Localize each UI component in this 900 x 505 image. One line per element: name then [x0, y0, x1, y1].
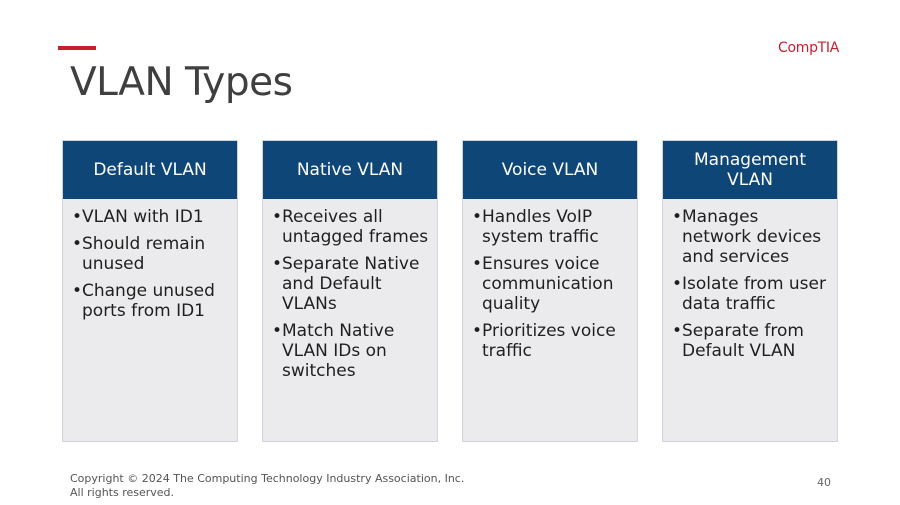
bullet-icon: •: [672, 321, 683, 341]
card-header: Native VLAN: [263, 141, 437, 199]
comptia-logo: CompTIA: [778, 40, 840, 56]
list-item: •Handles VoIP system traffic: [472, 207, 599, 247]
page-number: 40: [817, 476, 831, 489]
list-item: •Change unused ports from ID1: [72, 281, 215, 321]
card-header: Voice VLAN: [463, 141, 637, 199]
card-management-vlan: Management VLAN •Manages network devices…: [662, 140, 838, 442]
list-item: •Isolate from user data traffic: [672, 274, 826, 314]
list-item: •Receives all untagged frames: [272, 207, 429, 247]
bullet-icon: •: [272, 254, 283, 274]
bullet-icon: •: [272, 321, 283, 341]
title-accent-bar: [58, 46, 96, 50]
list-item: •Match Native VLAN IDs on switches: [272, 321, 395, 381]
bullet-icon: •: [72, 234, 83, 254]
list-item: •Should remain unused: [72, 234, 206, 274]
card-bullet-list: •Receives all untagged frames •Separate …: [263, 199, 437, 381]
bullet-icon: •: [72, 281, 83, 301]
list-item: •Manages network devices and services: [672, 207, 822, 267]
bullet-icon: •: [472, 321, 483, 341]
card-voice-vlan: Voice VLAN •Handles VoIP system traffic …: [462, 140, 638, 442]
copyright-notice: Copyright © 2024 The Computing Technolog…: [70, 472, 465, 499]
list-item: •Separate from Default VLAN: [672, 321, 804, 361]
card-bullet-list: •Manages network devices and services •I…: [663, 199, 837, 361]
card-default-vlan: Default VLAN •VLAN with ID1 •Should rema…: [62, 140, 238, 442]
list-item: •Ensures voice communication quality: [472, 254, 614, 314]
card-bullet-list: •VLAN with ID1 •Should remain unused •Ch…: [63, 199, 237, 321]
bullet-icon: •: [672, 274, 683, 294]
list-item: •VLAN with ID1: [72, 207, 204, 227]
card-header: Management VLAN: [663, 141, 837, 199]
slide-title: VLAN Types: [70, 60, 293, 105]
list-item: •Prioritizes voice traffic: [472, 321, 616, 361]
bullet-icon: •: [272, 207, 283, 227]
bullet-icon: •: [72, 207, 83, 227]
bullet-icon: •: [472, 207, 483, 227]
card-header: Default VLAN: [63, 141, 237, 199]
card-native-vlan: Native VLAN •Receives all untagged frame…: [262, 140, 438, 442]
bullet-icon: •: [472, 254, 483, 274]
bullet-icon: •: [672, 207, 683, 227]
card-bullet-list: •Handles VoIP system traffic •Ensures vo…: [463, 199, 637, 361]
list-item: •Separate Native and Default VLANs: [272, 254, 420, 314]
